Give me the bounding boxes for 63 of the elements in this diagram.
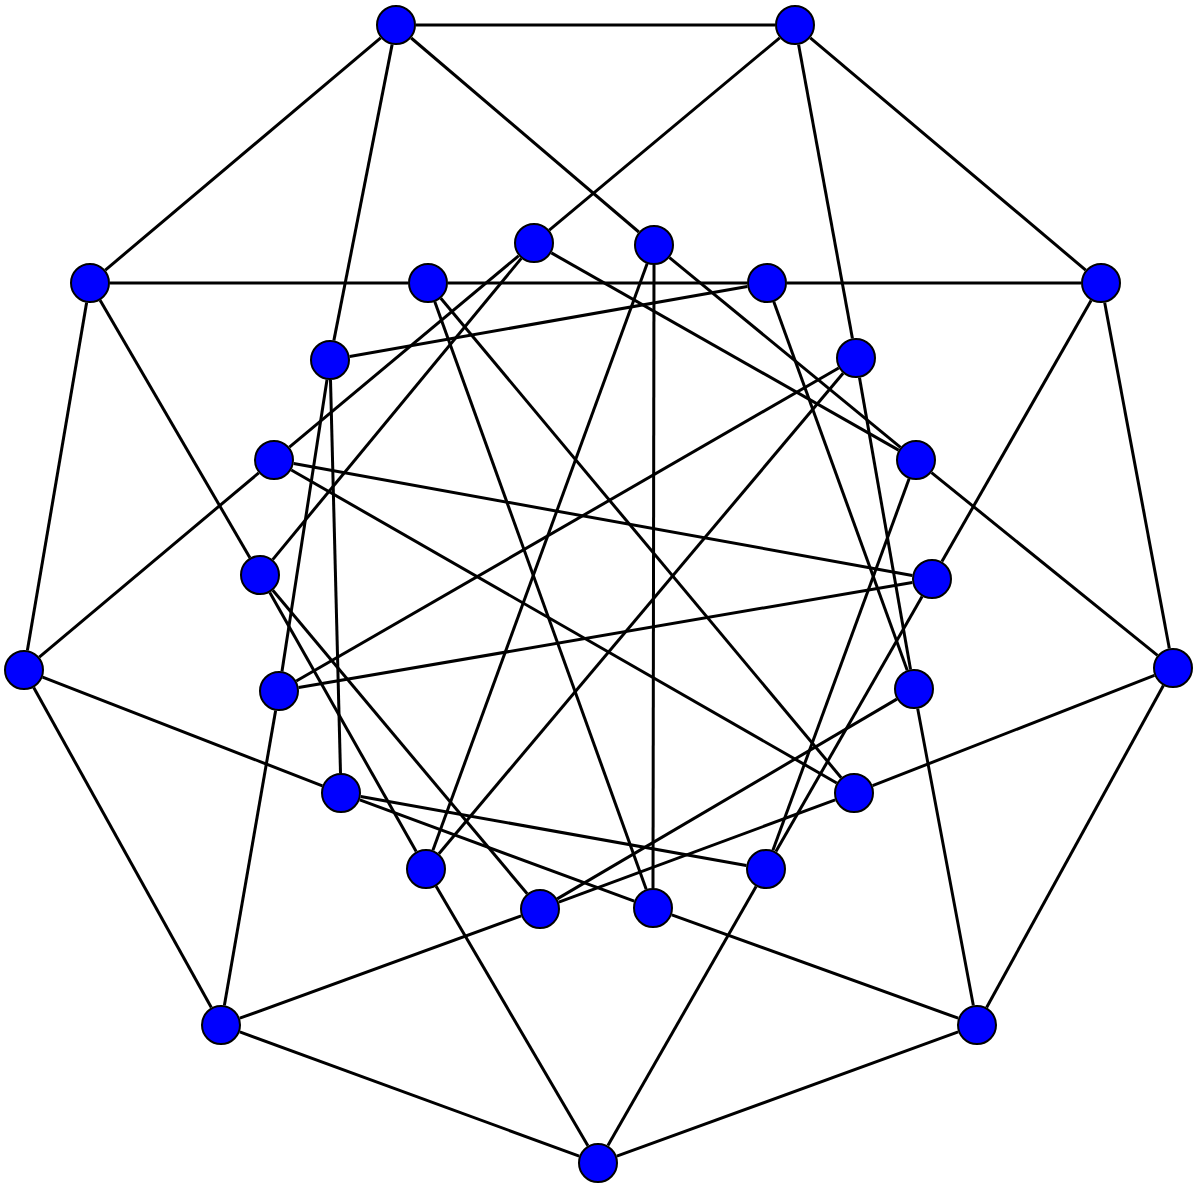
edge-line [349,285,748,358]
graph-node [408,263,448,303]
edge-line [290,468,838,785]
graph-node [912,559,952,599]
edge-line [772,301,909,671]
edge-line [771,478,911,851]
edge-line [288,254,520,449]
edge-line [930,471,1159,657]
edge-line [787,281,1081,285]
graph-node [746,849,786,889]
graph-node [634,225,674,265]
edge-line [271,257,523,561]
edge-line [858,377,912,670]
edge-line [550,251,900,452]
edge-line [295,366,840,683]
edge-line [329,379,342,774]
graph-node [633,888,673,928]
graph-node [321,773,361,813]
graph-node [957,1005,997,1045]
edge-line [360,795,747,867]
edge-line [437,372,845,855]
edge-line [809,36,1087,272]
edge-line [280,379,329,672]
graph-node [775,5,815,45]
graph-node [254,440,294,480]
graph-node [310,340,350,380]
graph-node [520,889,560,929]
graph-node [4,650,44,690]
edge-line [439,297,843,779]
graph-node [201,1005,241,1045]
edge-line [916,708,975,1006]
edge-line [332,44,394,341]
graph-node [240,555,280,595]
edge-line [668,256,902,449]
edge-line [298,580,913,690]
graph-node [747,263,787,303]
graph-node [376,5,416,45]
edge-line [271,589,529,895]
graph-node [406,849,446,889]
edge-line [556,697,898,901]
graph-node [70,263,110,303]
edge-line [548,36,781,232]
edge-line [25,302,89,651]
edge-line [293,462,913,577]
edge-line [38,471,260,659]
graph-node [894,669,934,709]
graph-node [514,223,554,263]
edge-line [104,36,382,272]
graph-node [1153,648,1193,688]
edge-line [222,710,278,1006]
graph-node [836,338,876,378]
edge-line [448,281,747,285]
graph-node [834,773,874,813]
edge-line [110,281,408,285]
graph-node [259,671,299,711]
edge-line [1103,302,1171,649]
edge-line [797,44,854,339]
graph-node [1081,263,1121,303]
graph-node [578,1143,618,1183]
graph-node [896,440,936,480]
edge-line [416,23,775,27]
edge-line [410,36,640,234]
edge-line [651,265,656,888]
